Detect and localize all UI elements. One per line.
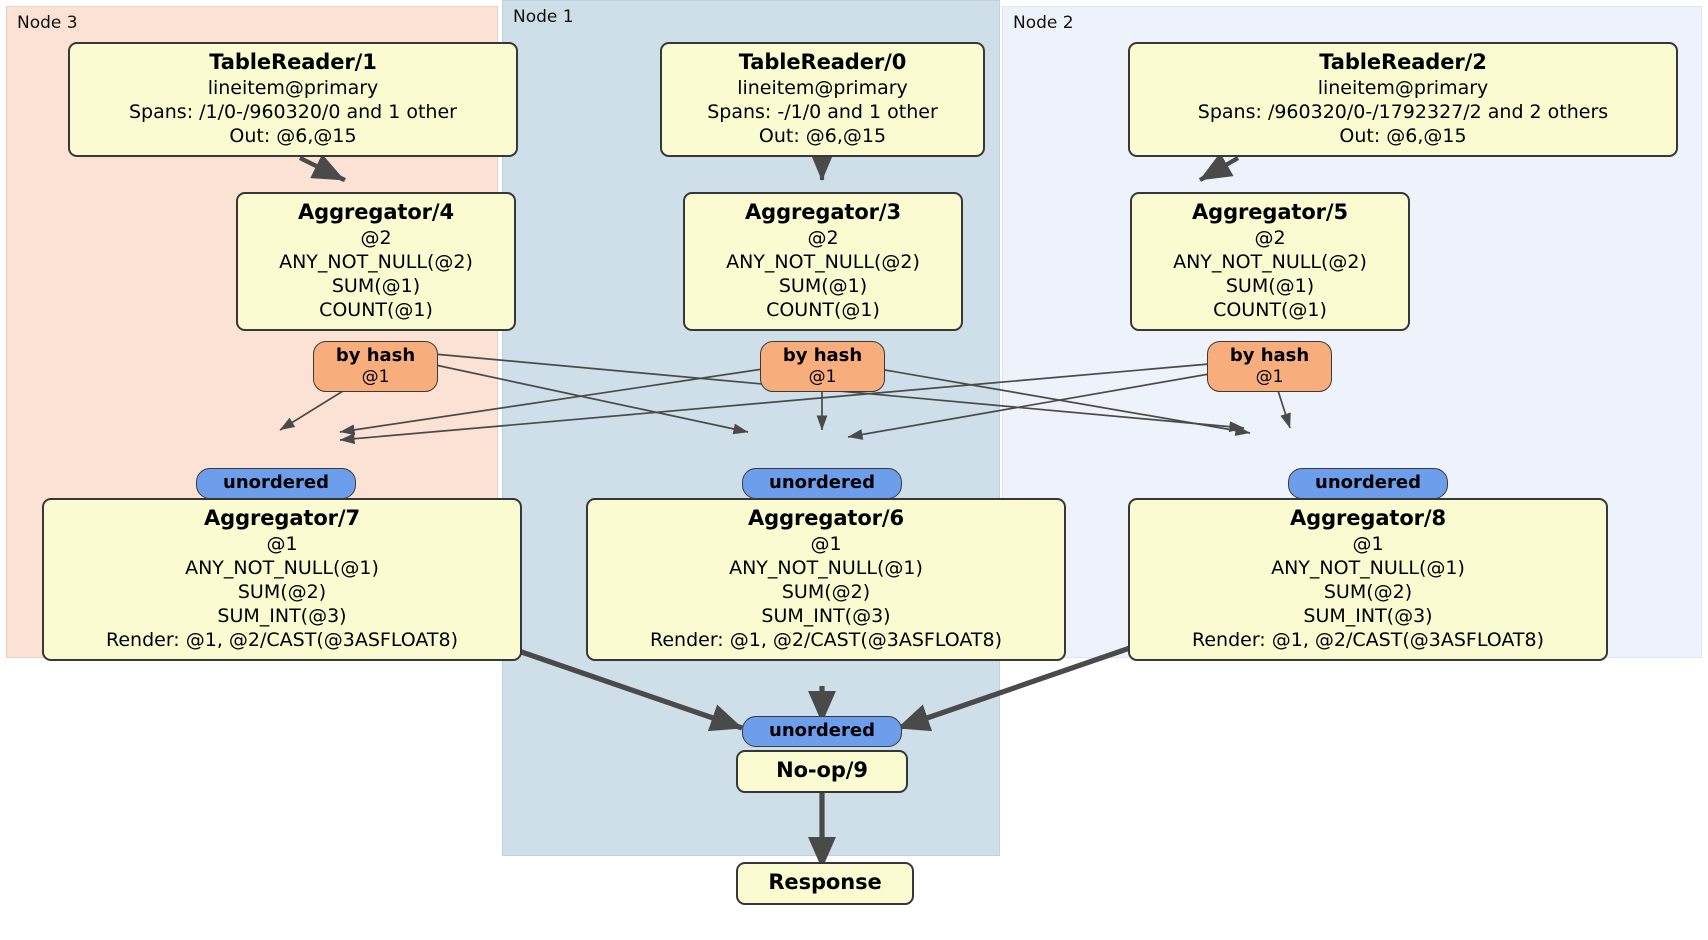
processor-title: Aggregator/4 [297,200,455,224]
processor-detail-line: Out: @6,@15 [1339,124,1467,147]
processor-detail-line: ANY_NOT_NULL(@2) [279,250,473,273]
processor-detail-line: COUNT(@1) [1213,299,1327,322]
processor-detail-line: Render: @1, @2/CAST(@3ASFLOAT8) [106,629,458,652]
node-panel-label: Node 1 [513,7,574,27]
router-by-hash-aggregator-4[interactable]: by hash @1 [313,341,438,392]
router-subtitle: @1 [1255,366,1284,387]
processor-title: TableReader/0 [738,50,907,74]
router-by-hash-aggregator-3[interactable]: by hash @1 [760,341,885,392]
processor-aggregator-6[interactable]: Aggregator/6 @1 ANY_NOT_NULL(@1) SUM(@2)… [586,498,1066,662]
processor-detail-line: Spans: /960320/0-/1792327/2 and 2 others [1197,100,1609,123]
processor-detail-line: ANY_NOT_NULL(@1) [185,556,379,579]
processor-detail-line: ANY_NOT_NULL(@2) [1173,250,1367,273]
router-unordered-noop[interactable]: unordered [742,716,902,747]
processor-detail-line: lineitem@primary [1317,76,1489,99]
router-title: by hash [335,345,416,366]
processor-tablereader-1[interactable]: TableReader/1 lineitem@primary Spans: /1… [68,42,518,158]
processor-detail-line: ANY_NOT_NULL(@1) [1271,556,1465,579]
processor-detail-line: SUM_INT(@3) [217,605,347,628]
processor-detail-line: SUM_INT(@3) [761,605,891,628]
processor-title: TableReader/1 [209,50,377,74]
processor-detail-line: SUM(@2) [781,580,871,603]
router-title: by hash [782,345,863,366]
router-subtitle: @1 [808,366,837,387]
router-unordered-aggregator-8[interactable]: unordered [1288,468,1448,499]
processor-detail-line: Render: @1, @2/CAST(@3ASFLOAT8) [1192,629,1544,652]
processor-detail-line: SUM(@1) [1225,274,1315,297]
router-title: unordered [223,472,329,493]
router-title: unordered [769,472,875,493]
processor-detail-line: @2 [807,226,839,249]
processor-detail-line: ANY_NOT_NULL(@1) [729,556,923,579]
processor-title: Aggregator/8 [1289,506,1447,530]
processor-detail-line: SUM(@2) [237,580,327,603]
processor-detail-line: Out: @6,@15 [758,124,887,147]
processor-detail-line: Spans: /1/0-/960320/0 and 1 other [129,100,457,123]
processor-detail-line: ANY_NOT_NULL(@2) [726,250,920,273]
processor-detail-line: @2 [360,226,392,249]
router-unordered-aggregator-6[interactable]: unordered [742,468,902,499]
processor-title: Aggregator/6 [747,506,905,530]
router-unordered-aggregator-7[interactable]: unordered [196,468,356,499]
processor-detail-line: COUNT(@1) [766,299,880,322]
router-title: by hash [1229,345,1310,366]
processor-detail-line: SUM(@1) [331,274,421,297]
node-panel-label: Node 2 [1013,13,1074,33]
node-panel-label: Node 3 [17,13,78,33]
processor-tablereader-2[interactable]: TableReader/2 lineitem@primary Spans: /9… [1128,42,1678,158]
processor-title: Aggregator/7 [203,506,361,530]
processor-tablereader-0[interactable]: TableReader/0 lineitem@primary Spans: -/… [660,42,985,158]
processor-detail-line: SUM(@2) [1323,580,1413,603]
processor-detail-line: COUNT(@1) [319,299,433,322]
processor-aggregator-3[interactable]: Aggregator/3 @2 ANY_NOT_NULL(@2) SUM(@1)… [683,192,963,332]
processor-aggregator-4[interactable]: Aggregator/4 @2 ANY_NOT_NULL(@2) SUM(@1)… [236,192,516,332]
processor-aggregator-8[interactable]: Aggregator/8 @1 ANY_NOT_NULL(@1) SUM(@2)… [1128,498,1608,662]
processor-detail-line: Render: @1, @2/CAST(@3ASFLOAT8) [650,629,1002,652]
processor-detail-line: @1 [1352,532,1384,555]
router-title: unordered [1315,472,1421,493]
router-title: unordered [769,720,875,741]
processor-title: Response [768,870,882,894]
processor-detail-line: @1 [266,532,298,555]
processor-detail-line: lineitem@primary [737,76,908,99]
processor-title: TableReader/2 [1319,50,1487,74]
processor-title: Aggregator/5 [1191,200,1349,224]
router-by-hash-aggregator-5[interactable]: by hash @1 [1207,341,1332,392]
processor-aggregator-5[interactable]: Aggregator/5 @2 ANY_NOT_NULL(@2) SUM(@1)… [1130,192,1410,332]
processor-detail-line: SUM(@1) [778,274,868,297]
processor-detail-line: @1 [810,532,842,555]
processor-title: Aggregator/3 [744,200,902,224]
processor-detail-line: @2 [1254,226,1286,249]
router-subtitle: @1 [361,366,390,387]
processor-detail-line: Out: @6,@15 [229,124,357,147]
processor-response[interactable]: Response [736,862,914,905]
processor-detail-line: lineitem@primary [207,76,379,99]
processor-detail-line: SUM_INT(@3) [1303,605,1433,628]
processor-detail-line: Spans: -/1/0 and 1 other [707,100,938,123]
processor-aggregator-7[interactable]: Aggregator/7 @1 ANY_NOT_NULL(@1) SUM(@2)… [42,498,522,662]
processor-noop-9[interactable]: No-op/9 [736,750,908,793]
processor-title: No-op/9 [776,758,868,782]
